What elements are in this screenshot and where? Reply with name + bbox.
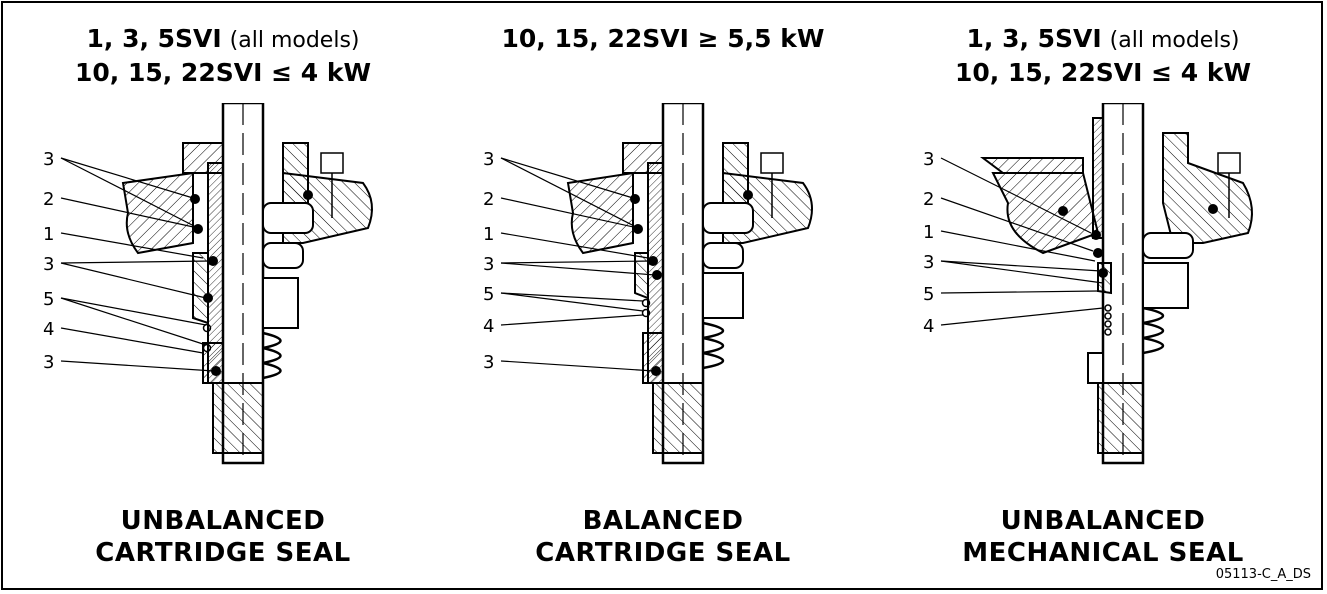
header-power-range: 10, 15, 22SVI ≤ 4 kW — [74, 58, 372, 87]
callout-label: 5 — [43, 289, 54, 310]
header-models: 10, 15, 22SVI ≥ 5,5 kW — [501, 24, 825, 53]
seal-type-line2: MECHANICAL SEAL — [962, 538, 1244, 568]
callout-label: 3 — [923, 149, 934, 170]
callout-label: 1 — [43, 224, 54, 245]
panel-footer: UNBALANCED MECHANICAL SEAL — [883, 505, 1323, 569]
callout-label: 4 — [923, 316, 934, 337]
callout-label: 3 — [483, 254, 494, 275]
callout-label: 5 — [923, 284, 934, 305]
panel-footer: BALANCED CARTRIDGE SEAL — [443, 505, 883, 569]
panel-header: 10, 15, 22SVI ≥ 5,5 kW — [443, 23, 883, 57]
seal-type-line1: BALANCED — [582, 506, 744, 536]
panel-unbalanced-cartridge: 1, 3, 5SVI (all models) 10, 15, 22SVI ≤ … — [3, 3, 443, 588]
panel-footer: UNBALANCED CARTRIDGE SEAL — [3, 505, 443, 569]
callout-label: 4 — [483, 316, 494, 337]
callout-label: 2 — [923, 189, 934, 210]
header-models: 1, 3, 5SVI — [86, 24, 222, 53]
header-power-range: 10, 15, 22SVI ≤ 4 kW — [954, 58, 1252, 87]
callout-label: 1 — [923, 222, 934, 243]
callout-label: 2 — [43, 189, 54, 210]
callout-label: 1 — [483, 224, 494, 245]
callout-label: 2 — [483, 189, 494, 210]
callout-label: 3 — [483, 149, 494, 170]
seal-cross-section-drawing: 3 2 1 3 5 4 — [923, 103, 1253, 465]
seal-cross-section-drawing: 3 2 1 3 5 4 3 — [43, 103, 373, 465]
panel-header: 1, 3, 5SVI (all models) 10, 15, 22SVI ≤ … — [883, 23, 1323, 89]
callout-label: 3 — [43, 149, 54, 170]
seal-type-line1: UNBALANCED — [120, 506, 326, 536]
header-models: 1, 3, 5SVI — [966, 24, 1102, 53]
callout-label: 5 — [483, 284, 494, 305]
panel-balanced-cartridge: 10, 15, 22SVI ≥ 5,5 kW — [443, 3, 883, 588]
panel-header: 1, 3, 5SVI (all models) 10, 15, 22SVI ≤ … — [3, 23, 443, 89]
seal-type-line2: CARTRIDGE SEAL — [535, 538, 791, 568]
header-note: (all models) — [1109, 28, 1240, 53]
callout-label: 4 — [43, 319, 54, 340]
callout-label: 3 — [483, 352, 494, 373]
seal-type-line1: UNBALANCED — [1000, 506, 1206, 536]
drawing-code: 05113-C_A_DS — [1215, 567, 1311, 582]
panel-unbalanced-mechanical: 1, 3, 5SVI (all models) 10, 15, 22SVI ≤ … — [883, 3, 1323, 588]
callout-label: 3 — [923, 252, 934, 273]
callout-label: 3 — [43, 254, 54, 275]
callout-label: 3 — [43, 352, 54, 373]
seal-cross-section-drawing: 3 2 1 3 5 4 3 — [483, 103, 813, 465]
header-note: (all models) — [229, 28, 360, 53]
seal-type-line2: CARTRIDGE SEAL — [95, 538, 351, 568]
